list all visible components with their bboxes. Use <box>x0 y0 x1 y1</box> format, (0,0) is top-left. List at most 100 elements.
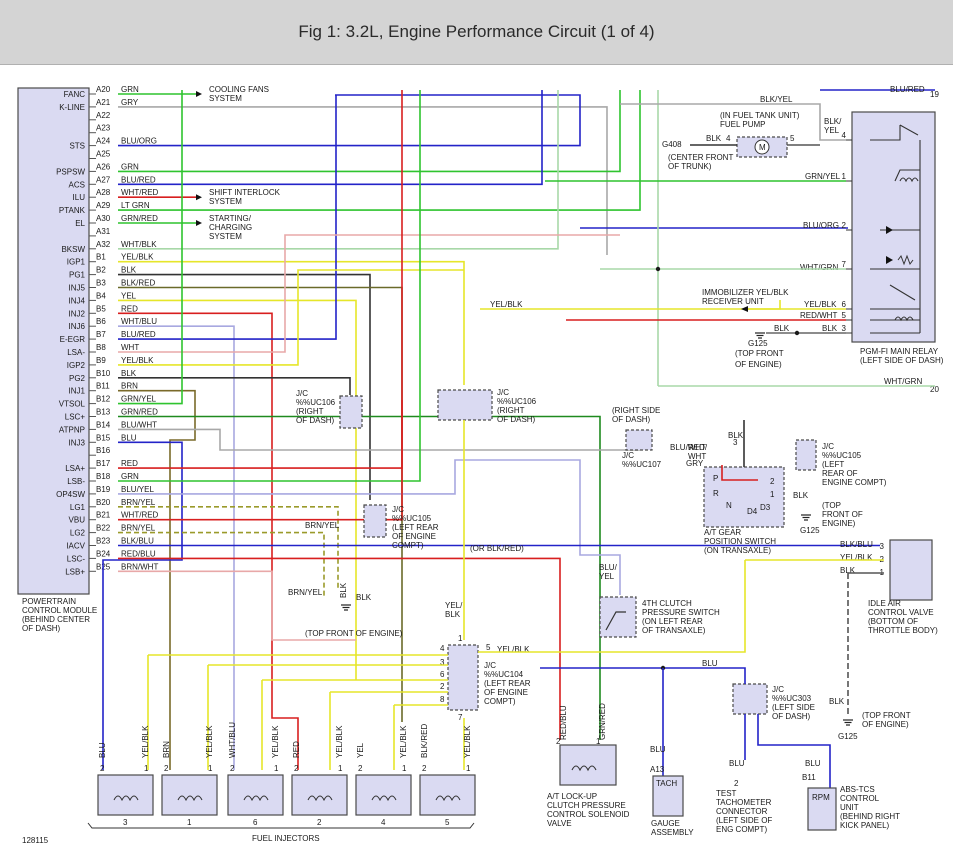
g125-left-brnyel-1: BRN/YEL <box>305 521 340 530</box>
jc-uc105-right-wire: BLK <box>793 491 809 500</box>
pcm-pin-number: B16 <box>96 446 111 455</box>
wire-eegr <box>118 95 337 340</box>
pcm-body <box>17 87 90 595</box>
lockup-solenoid-body <box>559 744 617 786</box>
jc-uc107 <box>625 429 653 451</box>
injector-wire-2: YEL <box>356 742 365 758</box>
pcm-wire-label: WHT/RED <box>121 511 159 520</box>
relay-wire-grnyel: GRN/YEL <box>805 172 841 181</box>
wire-pspsw <box>118 90 621 173</box>
pcm-pin-number: B12 <box>96 395 111 404</box>
pcm-pin-label: LG1 <box>70 503 86 512</box>
gauge-pin: A13 <box>650 765 665 774</box>
jc-uc104-pin: 6 <box>440 670 445 679</box>
gear-switch-position: 2 <box>770 477 775 486</box>
gear-switch-wire-red: RED/WHT <box>688 443 708 461</box>
pcm-pin-label: INJ2 <box>69 309 86 318</box>
injectors-label: FUEL INJECTORS <box>252 834 320 843</box>
fuel-pump-motor <box>754 139 770 155</box>
relay-wire-blk: BLK <box>822 324 838 333</box>
pcm-wire-label: GRN/YEL <box>121 395 157 404</box>
pcm-wire-label: BLU/YEL <box>121 485 154 494</box>
figure-code: 128115 <box>22 836 49 845</box>
pcm-pin-number: B22 <box>96 524 111 533</box>
pcm-pin-number: A26 <box>96 162 111 171</box>
lockup-solenoid-pin-b: 1 <box>596 737 601 746</box>
wire-gear-red <box>721 465 758 481</box>
jc-uc104-pin: 2 <box>440 682 445 691</box>
ground-g125-uc105 <box>801 514 811 521</box>
gear-switch-body <box>703 466 785 528</box>
pcm-pin-label: PG2 <box>69 374 86 383</box>
wire-20-number: 20 <box>930 385 939 394</box>
pcm-pin-label: LG2 <box>70 529 86 538</box>
pcm-pin-label: PTANK <box>59 206 86 215</box>
injector-coil <box>113 795 139 802</box>
pcm-pin-label: ACS <box>69 180 85 189</box>
wire-igp1 <box>118 260 465 385</box>
relay-diode-1 <box>886 226 893 234</box>
pcm-pin-label: K-LINE <box>59 103 85 112</box>
injector-wire-1: YEL/BLK <box>141 725 150 758</box>
pcm-wire-label: BLK <box>121 266 137 275</box>
jc-uc303-wire: BLU <box>702 659 718 668</box>
wire-ptank <box>118 90 641 211</box>
jc-uc104-pin: 1 <box>458 634 463 643</box>
pcm-pin-number: B3 <box>96 279 106 288</box>
wire-sts-a <box>118 94 581 147</box>
wire-19-number: 19 <box>930 90 939 99</box>
injector-body <box>419 774 476 816</box>
relay-wire-redwht: RED/WHT <box>800 311 837 320</box>
pcm-pin-label: EL <box>75 219 85 228</box>
gauge-body <box>652 775 684 817</box>
wire-20-label: WHT/GRN <box>884 377 922 386</box>
jc-uc104-pin: 7 <box>458 713 463 722</box>
pcm-pin-number: B11 <box>96 382 110 391</box>
main-relay-label: PGM-FI MAIN RELAY(LEFT SIDE OF DASH) <box>860 347 944 365</box>
relay-wire-bluorg: BLU/ORG <box>803 221 839 230</box>
pcm-wire-label: GRN <box>121 472 139 481</box>
pcm-wire-label: BLK/BLU <box>121 537 154 546</box>
clutch-switch-contact <box>605 611 626 631</box>
wire-yelblk-out <box>478 560 746 653</box>
injector-coil <box>371 795 397 802</box>
wire-lsbminus <box>118 90 421 482</box>
pcm-pin-number: B10 <box>96 369 111 378</box>
wire-iacv-1 <box>847 572 884 717</box>
jc-uc104-wire-out: YEL/BLK <box>497 645 530 654</box>
figure-title: Fig 1: 3.2L, Engine Performance Circuit … <box>298 22 655 41</box>
or-blkred-label: (OR BLK/RED) <box>470 544 524 553</box>
gear-switch-position: D3 <box>760 503 771 512</box>
injector-coil <box>243 795 269 802</box>
iacv-ground-name: G125 <box>838 732 858 741</box>
pcm-wire-label: BLK <box>121 369 137 378</box>
ground-g125-relay <box>755 332 765 339</box>
g125-uc105-name: G125 <box>800 526 820 535</box>
fuel-pump-pin-left: 4 <box>726 134 731 143</box>
pcm-wire-label: GRN/RED <box>121 214 158 223</box>
pcm-pin-label: INJ6 <box>69 322 86 331</box>
pcm-pin-number: A24 <box>96 137 111 146</box>
relay-coil-2 <box>894 316 914 322</box>
pcm-pin-label: LSB+ <box>65 567 85 576</box>
jc-uc107-label: J/C%%UC107 <box>622 451 662 469</box>
injector-wire-1: YEL/BLK <box>271 725 280 758</box>
tach-conn-wire: BLU <box>729 759 745 768</box>
injector-number: 3 <box>123 818 128 827</box>
pcm-pin-label: INJ5 <box>69 284 86 293</box>
injector-coil <box>307 795 333 802</box>
injector-number: 2 <box>317 818 322 827</box>
wire-19-label: BLU/RED <box>890 85 925 94</box>
injector-number: 5 <box>445 818 450 827</box>
iacv-pin-wire: BLK/BLU <box>840 540 873 549</box>
jc-uc106-center-wire: YEL/BLK <box>490 300 523 309</box>
lockup-solenoid-wire-a: RED/BLU <box>559 705 568 740</box>
pcm-pin-label: PG1 <box>69 271 86 280</box>
pcm-pin-label: ATPNP <box>59 425 85 434</box>
